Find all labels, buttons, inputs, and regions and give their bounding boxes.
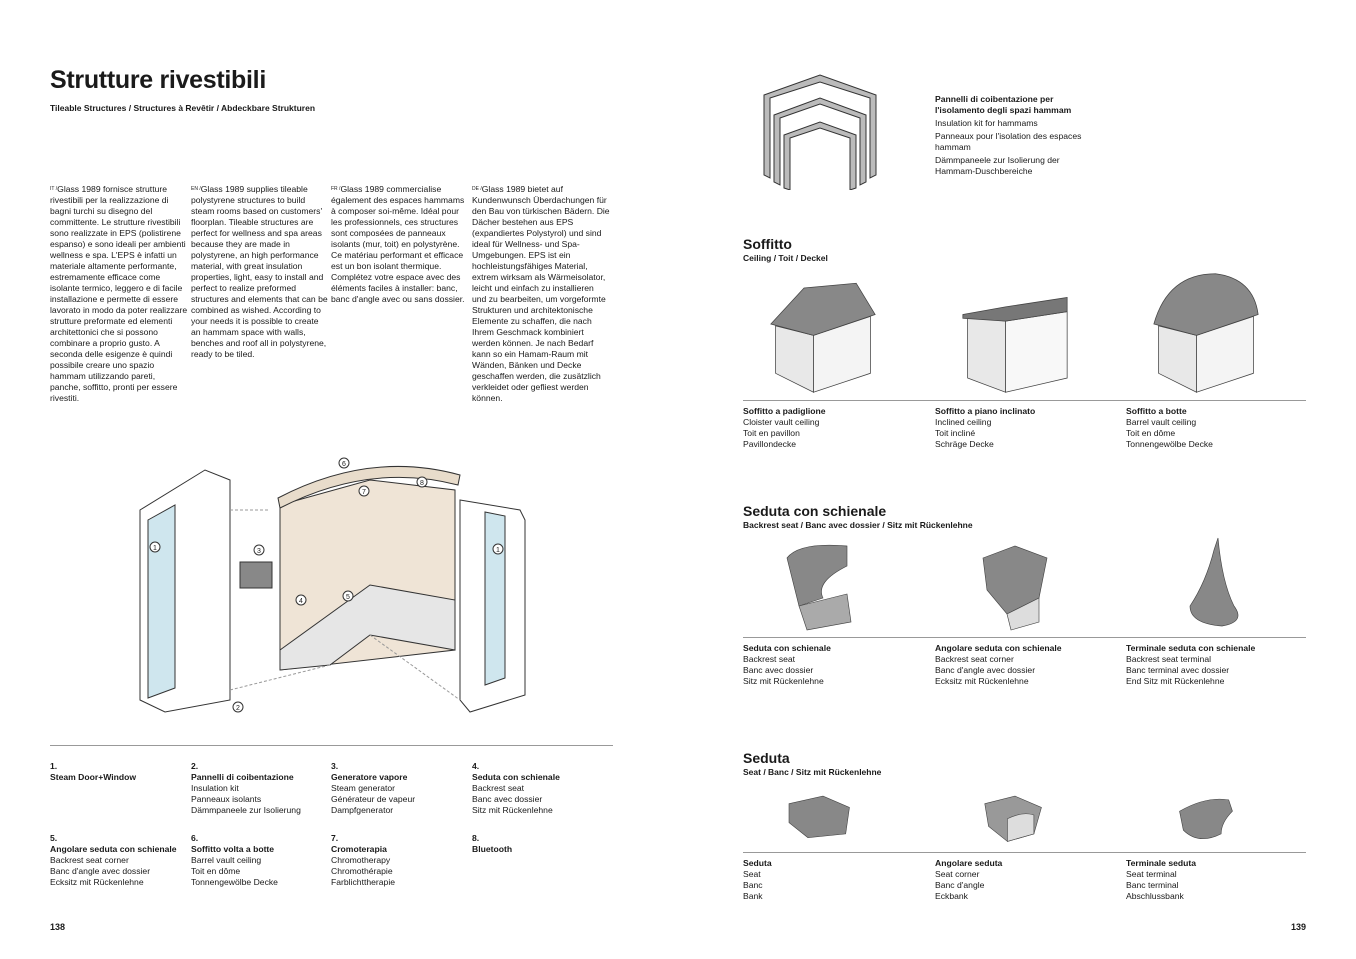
callout-2: 2 [232,701,244,713]
page-number-left: 138 [50,922,66,932]
svg-text:4: 4 [299,598,303,605]
svg-text:6: 6 [342,461,346,468]
insulation-kit-caption: Pannelli di coibentazione per l'isolamen… [935,94,1082,176]
section-subtitle: Backrest seat / Banc avec dossier / Sitz… [743,520,973,530]
text-column-en: EN /Glass 1989 supplies tileable polysty… [191,184,328,359]
page-subtitle: Tileable Structures / Structures à Revêt… [50,103,316,113]
svg-text:3: 3 [257,548,261,555]
svg-text:7: 7 [362,489,366,496]
callout-7: 7 [358,485,370,497]
callout-5: 5 [342,590,354,602]
page-title: Strutture rivestibili [50,66,266,94]
callout-3: 3 [253,544,265,556]
product-illustration [788,795,850,838]
section-subtitle: Ceiling / Toit / Deckel [743,253,828,263]
product-illustration [1153,273,1259,393]
section-title: Seduta con schienale [743,503,887,519]
svg-text:2: 2 [236,705,240,712]
section-title: Seduta [743,750,790,766]
product-illustration [786,544,852,631]
divider [743,637,1306,638]
insulation-panels-illustration [763,74,877,190]
product-illustration [962,297,1068,393]
callout-8: 8 [416,476,428,488]
callout-4: 4 [295,594,307,606]
svg-text:1: 1 [153,545,157,552]
callout-1b: 1 [492,543,504,555]
callout-6: 6 [338,457,350,469]
product-illustration [982,545,1048,631]
callout-1: 1 [149,541,161,553]
section-subtitle: Seat / Banc / Sitz mit Rückenlehne [743,767,882,777]
svg-text:8: 8 [420,480,424,487]
legend-item: 1.Steam Door+Window [50,761,137,782]
svg-text:5: 5 [346,594,350,601]
divider [50,745,613,746]
divider [743,852,1306,853]
text-column-de: DE /Glass 1989 bietet auf Kundenwunsch Ü… [472,184,610,403]
svg-text:1: 1 [496,547,500,554]
product-illustration [770,282,876,393]
legend-item: 8.Bluetooth [472,833,513,854]
divider [743,400,1306,401]
text-column-fr: FR /Glass 1989 commercialise également d… [331,184,465,304]
product-illustration [1179,798,1233,839]
text-column-it: IT /Glass 1989 fornisce strutture rivest… [50,184,188,403]
section-title: Soffitto [743,236,792,252]
page-number-right: 139 [1291,922,1307,932]
exploded-hammam-illustration: 1 2 3 4 5 6 7 8 1 [139,457,526,713]
product-illustration [1189,537,1239,627]
product-illustration [984,795,1042,842]
